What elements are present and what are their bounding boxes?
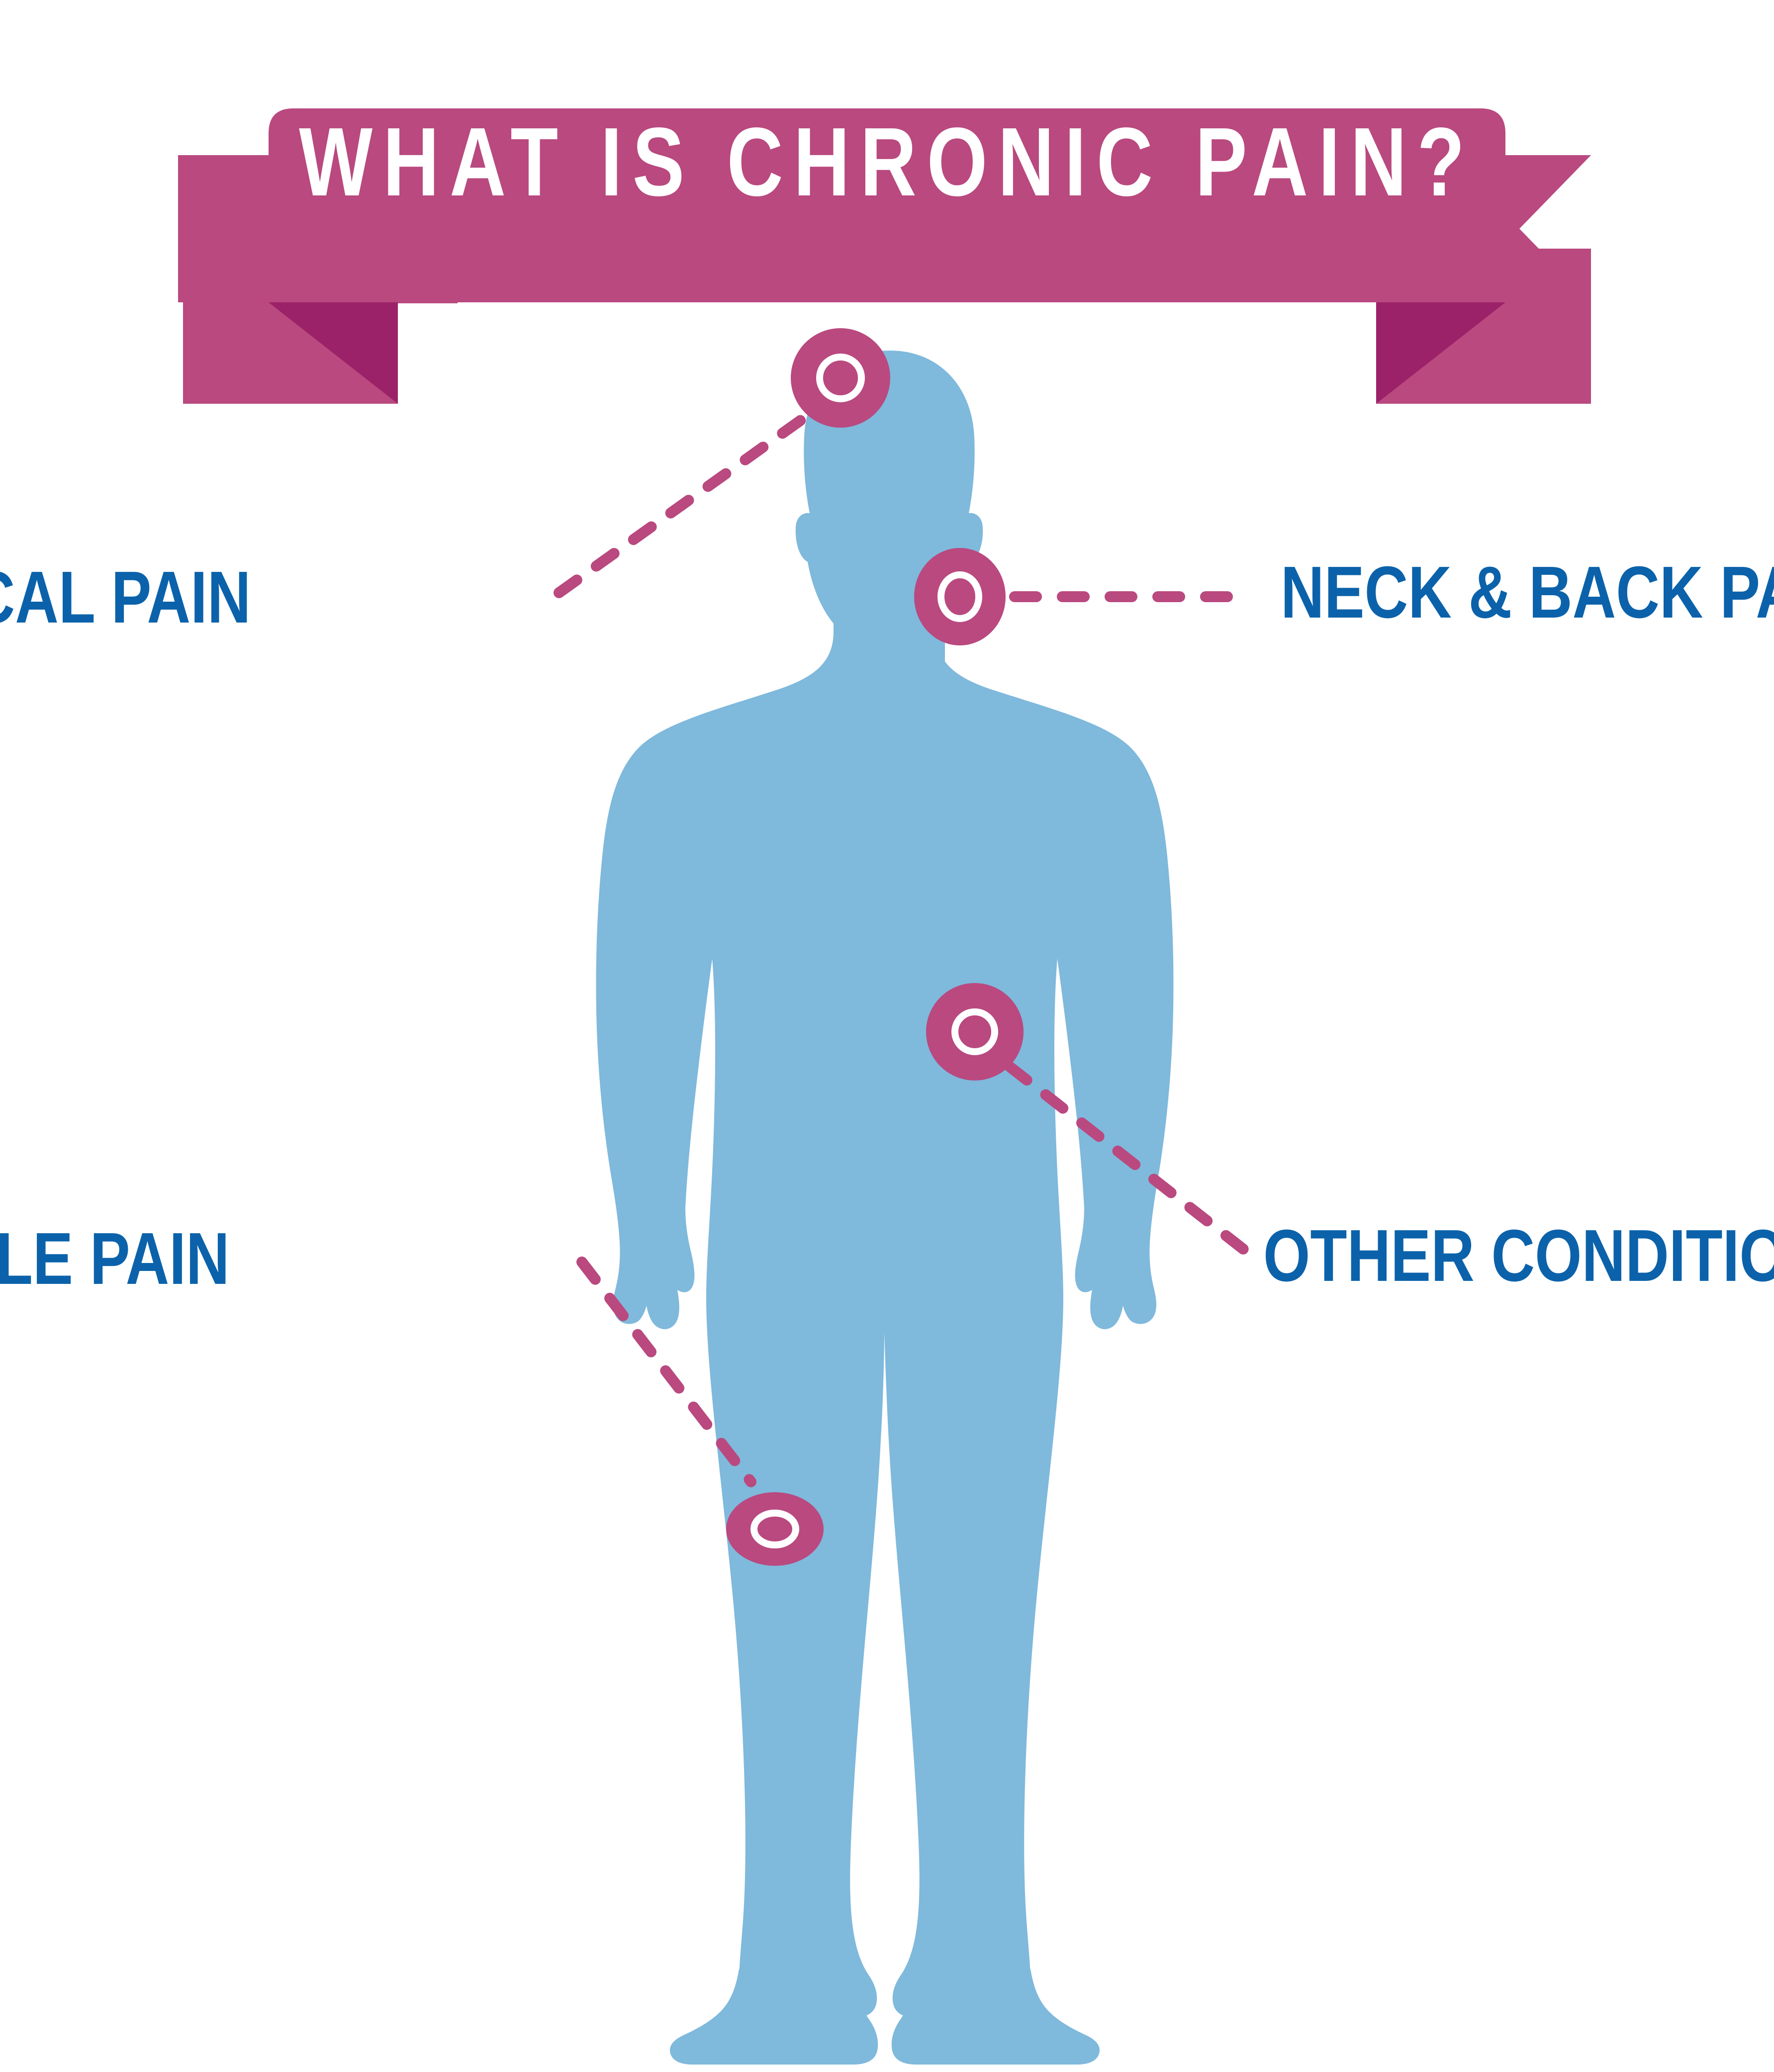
pain-marker-head[interactable] — [791, 328, 890, 428]
ribbon-main-body — [269, 108, 1505, 251]
label-neurological-pain: NEUROLOGICAL PAIN — [0, 556, 251, 638]
body-torso-limbs — [596, 631, 1174, 2018]
ribbon-main-body-lower — [183, 249, 1591, 302]
marker-dot-icon — [914, 548, 1006, 645]
label-neck-and-back-pain: NECK & BACK PAIN — [1281, 551, 1774, 633]
marker-dot-icon — [791, 328, 890, 428]
marker-dot-icon — [726, 1492, 824, 1566]
leader-lines — [554, 411, 1254, 1487]
marker-ring-icon — [937, 571, 982, 622]
marker-ring-icon — [951, 1008, 998, 1055]
ribbon-right-wing-final — [1505, 155, 1591, 404]
body-right-foot — [891, 1969, 1100, 2065]
marker-dot-icon — [926, 983, 1024, 1081]
pain-marker-knee[interactable] — [726, 1492, 824, 1566]
pain-marker-neck[interactable] — [914, 548, 1006, 645]
ribbon-left-wing-final — [183, 155, 269, 404]
body-left-foot — [670, 1969, 878, 2065]
pain-marker-abdomen[interactable] — [926, 983, 1024, 1081]
leader-line-joint-muscle — [576, 1257, 756, 1487]
marker-ring-icon — [816, 354, 865, 402]
leader-line-other-conditions — [1004, 1061, 1254, 1259]
page-title: WHAT IS CHRONIC PAIN? — [299, 107, 1475, 216]
label-other-conditions: OTHER CONDITIONS — [1263, 1215, 1774, 1297]
leader-line-neurological — [554, 411, 811, 598]
ribbon-right-fold — [1376, 302, 1505, 404]
human-body-silhouette — [596, 351, 1174, 2065]
pain-markers — [726, 328, 1024, 1566]
ribbon-left-fold — [269, 302, 398, 404]
marker-ring-icon — [750, 1510, 799, 1548]
label-joint-and-muscle-pain: JOINT & MUSCLE PAIN — [0, 1218, 230, 1300]
